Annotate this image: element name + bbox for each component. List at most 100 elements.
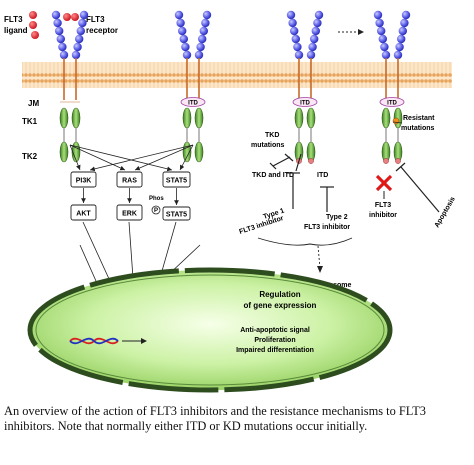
- itd-label: ITD: [387, 101, 397, 107]
- receptor-bead: [314, 10, 324, 20]
- ligand-label-1: FLT3: [4, 15, 23, 24]
- progression-arrow: [338, 29, 364, 35]
- tk1-label: TK1: [22, 117, 38, 126]
- itd-label: ITD: [188, 101, 198, 107]
- receptor-bead: [179, 34, 188, 44]
- itd-inhibitor-label: ITD: [317, 172, 328, 179]
- phosphate-icon: [151, 205, 161, 215]
- receptor-bead: [79, 10, 89, 20]
- receptor-label-2: receptor: [86, 26, 118, 35]
- receptor-bead: [310, 34, 319, 44]
- tkd-mutation-dot: [383, 158, 389, 164]
- inhibition-lines: [257, 153, 440, 246]
- itd-badge: [379, 97, 405, 107]
- receptor-bead: [313, 18, 322, 28]
- resistant-label-1: Resistant: [403, 115, 435, 122]
- receptor-group: ITD ITD ITD: [51, 10, 411, 164]
- receptor-bead: [182, 50, 192, 60]
- tk2-domain: [59, 141, 69, 163]
- ligand-label-2: ligand: [4, 26, 28, 35]
- type2-label-1: Type 2: [326, 214, 348, 221]
- phos-label: Phos: [149, 196, 164, 202]
- receptor-bead: [202, 10, 212, 20]
- receptor-bead: [71, 50, 81, 60]
- receptor-bead: [53, 18, 62, 28]
- receptor-bead: [176, 18, 185, 28]
- receptor-bead: [291, 34, 300, 44]
- receptor-bead: [290, 26, 299, 36]
- effect-anti-apoptotic: Anti-apoptotic signal: [240, 327, 310, 334]
- receptor-bead: [194, 50, 204, 60]
- receptor-bead: [381, 50, 391, 60]
- receptor-bead: [174, 10, 184, 20]
- effect-differentiation: Impaired differentiation: [236, 347, 314, 354]
- receptor-bead: [375, 18, 384, 28]
- flt3-inhibitor-label-1: FLT3: [375, 202, 391, 209]
- receptor-bead: [393, 50, 403, 60]
- receptor-bead: [196, 42, 205, 52]
- effect-proliferation: Proliferation: [254, 337, 295, 344]
- ligand-legend: FLT3 ligand: [4, 11, 39, 39]
- tk2-domain: [194, 141, 204, 163]
- erk-box: ERK: [122, 211, 137, 218]
- resistant-mutation-dot: [392, 117, 400, 125]
- flt3-inhibitor-label-2: inhibitor: [369, 212, 397, 219]
- receptor-bead: [293, 42, 302, 52]
- itd-label: ITD: [300, 101, 310, 107]
- receptor-bead: [380, 42, 389, 52]
- receptor-bead: [400, 18, 409, 28]
- tkd-mutation-dot: [308, 158, 314, 164]
- nucleus: [27, 267, 393, 393]
- receptor-bead: [178, 26, 187, 36]
- type1-label-2: FLT3 inhibitor: [238, 215, 284, 236]
- receptor-bead: [308, 42, 317, 52]
- ligand-on-receptor: [63, 13, 79, 21]
- stat5-phos-box: STAT5: [166, 212, 187, 219]
- signaling-boxes: PI3K RAS STAT5 AKT ERK STAT5 Phos P: [70, 171, 191, 221]
- tkd-mutations-label-1: TKD: [265, 132, 279, 139]
- receptor-bead: [373, 10, 383, 20]
- receptor-bead: [59, 50, 69, 60]
- tkd-mutations-label-2: mutations: [251, 142, 285, 149]
- dna-icon: [69, 337, 147, 345]
- tk1-domain: [71, 107, 81, 129]
- receptor-bead: [75, 34, 84, 44]
- figure-caption: An overview of the action of FLT3 inhibi…: [4, 404, 427, 433]
- receptor-bead: [377, 26, 386, 36]
- tkd-and-itd-label: TKD and ITD: [252, 172, 294, 179]
- tk1-domain: [294, 107, 304, 129]
- resistant-label-2: mutations: [401, 125, 435, 132]
- tkd-mutation-dot: [395, 158, 401, 164]
- receptor-bead: [294, 50, 304, 60]
- receptor-bead: [78, 18, 87, 28]
- receptor-bead: [76, 26, 86, 36]
- pi3k-box: PI3K: [76, 178, 92, 185]
- regulation-title-1: Regulation: [259, 290, 300, 299]
- receptor-bead: [73, 42, 82, 52]
- apoptosis-label: Apoptosis: [434, 196, 457, 229]
- ras-box: RAS: [122, 178, 137, 185]
- receptor-bead: [55, 26, 64, 36]
- itd-badge: [292, 97, 318, 107]
- receptor-bead: [181, 42, 190, 52]
- stat5-box: STAT5: [166, 178, 187, 185]
- receptor-bead: [397, 34, 406, 44]
- receptor-bead: [56, 34, 65, 44]
- receptor-bead: [288, 18, 297, 28]
- regulation-title-2: of gene expression: [244, 301, 317, 310]
- itd-badge: [180, 97, 206, 107]
- tk1-domain: [59, 107, 69, 129]
- tk1-domain: [381, 107, 391, 129]
- apoptosome-arrow: [317, 245, 323, 273]
- svg-text:P: P: [154, 208, 158, 214]
- akt-box: AKT: [76, 211, 91, 218]
- resistant-arrow: [392, 121, 403, 124]
- receptor-bead: [51, 10, 61, 20]
- jm-label: JM: [28, 99, 39, 108]
- receptor-bead: [58, 42, 67, 52]
- cell-membrane: [22, 62, 452, 88]
- receptor-bead: [199, 26, 208, 36]
- receptor-bead: [201, 18, 210, 28]
- receptor-bead: [198, 34, 207, 44]
